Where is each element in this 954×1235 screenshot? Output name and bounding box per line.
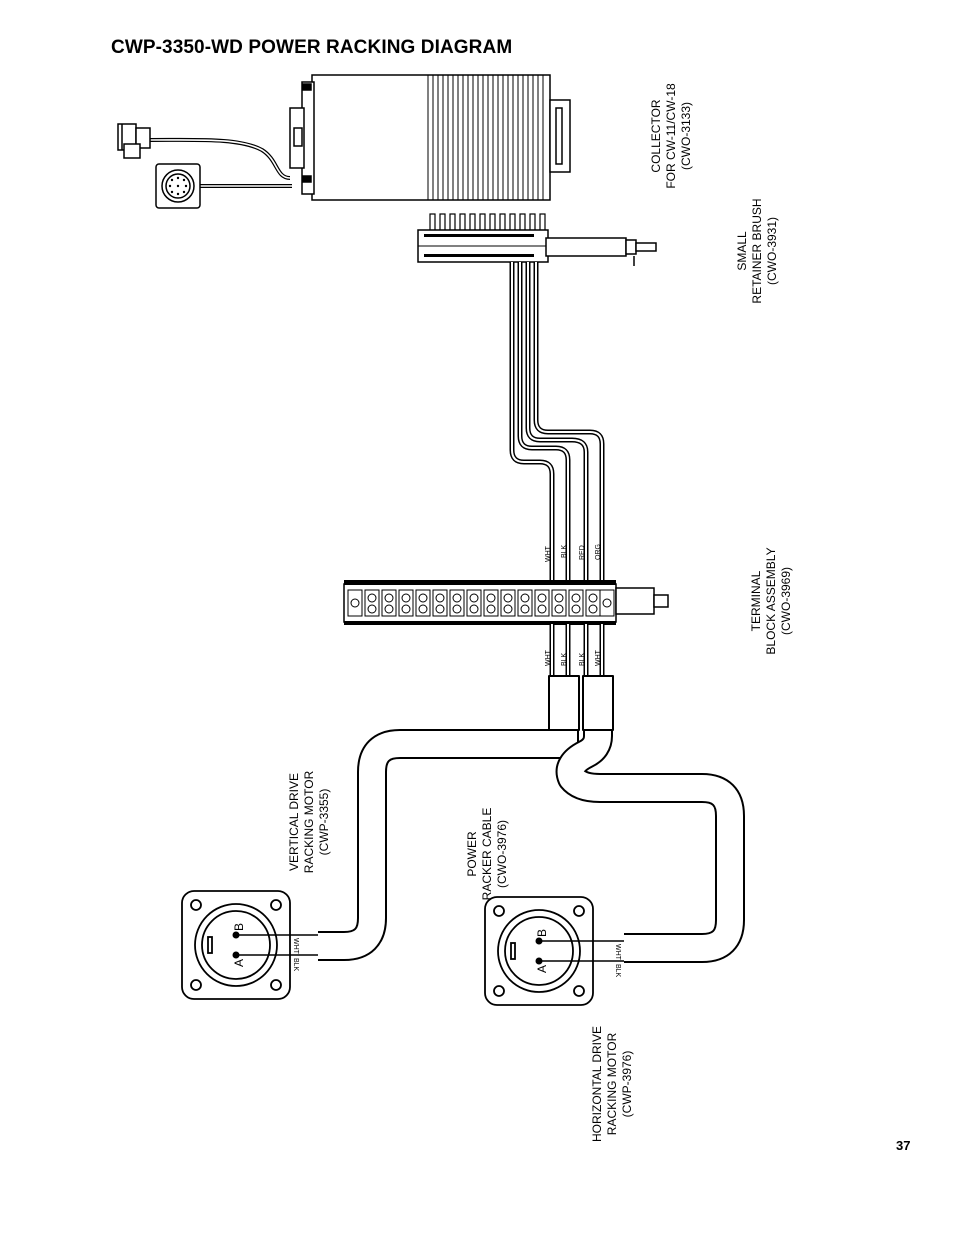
wire-label-lower-1: WHT <box>545 649 552 666</box>
horizontal-motor-wire-blk: BLK <box>614 964 621 978</box>
wire-label-upper-3: RED <box>579 545 586 560</box>
horizontal-motor-pins <box>535 937 624 965</box>
horizontal-motor-label-line2: RACKING MOTOR <box>605 1032 619 1135</box>
lower-wire-leads <box>549 624 605 676</box>
vertical-motor-pin-b: B <box>232 923 246 931</box>
wire-label-lower-3: BLK <box>579 652 586 666</box>
horizontal-motor-connector <box>484 896 594 1006</box>
collector-label: COLLECTOR FOR CW-11/CW-18 (CWO-3133) <box>649 83 693 189</box>
vertical-motor-label-line1: VERTICAL DRIVE <box>287 773 301 871</box>
brush-label-line1: SMALL <box>735 231 749 271</box>
power-cable-label-line2: RACKER CABLE <box>480 808 494 901</box>
wire-label-upper-4: ORG <box>595 544 602 560</box>
collector-cable <box>149 137 292 188</box>
collector-label-line1: COLLECTOR <box>649 99 663 172</box>
wire-label-lower-4: WHT <box>595 649 602 666</box>
upper-wire-harness <box>509 262 605 585</box>
vertical-motor-label-line3: (CWP-3355) <box>317 789 331 856</box>
terminal-label-line3: (CWO-3969) <box>779 567 793 635</box>
terminal-label-line2: BLOCK ASSEMBLY <box>764 547 778 654</box>
wire-label-upper-2: BLK <box>561 544 568 558</box>
vertical-motor-connector <box>181 890 291 1000</box>
vertical-motor-label-line2: RACKING MOTOR <box>302 770 316 873</box>
horizontal-motor-pin-b: B <box>535 929 549 937</box>
page-title: CWP-3350-WD POWER RACKING DIAGRAM <box>111 37 513 58</box>
collector-assembly <box>289 74 571 201</box>
page-number: 37 <box>896 1138 911 1153</box>
retainer-brush-assembly <box>417 213 657 266</box>
wire-label-upper-1: WHT <box>545 545 552 562</box>
wire-label-lower-2: BLK <box>561 652 568 666</box>
vertical-motor-wire-wht: WHT <box>292 938 299 955</box>
horizontal-motor-wire-wht: WHT <box>614 944 621 961</box>
horizontal-motor-label: HORIZONTAL DRIVE RACKING MOTOR (CWP-3976… <box>590 1026 634 1142</box>
brush-label-line2: RETAINER BRUSH <box>750 198 764 303</box>
collector-round-connector <box>155 163 201 209</box>
horizontal-motor-label-line1: HORIZONTAL DRIVE <box>590 1026 604 1142</box>
horizontal-motor-pin-a: A <box>535 965 549 973</box>
power-cable-label-line3: (CWO-3976) <box>495 820 509 888</box>
collector-plug <box>117 123 151 159</box>
power-cable-label: POWER RACKER CABLE (CWO-3976) <box>465 808 509 901</box>
collector-label-line2: FOR CW-11/CW-18 <box>664 83 678 189</box>
power-racker-cable <box>318 675 745 963</box>
vertical-motor-pins <box>232 931 318 959</box>
vertical-motor-pin-a: A <box>232 959 246 967</box>
terminal-label-line1: TERMINAL <box>749 570 763 631</box>
collector-label-line3: (CWO-3133) <box>679 102 693 170</box>
power-cable-label-line1: POWER <box>465 831 479 877</box>
brush-label: SMALL RETAINER BRUSH (CWO-3931) <box>735 198 779 303</box>
terminal-block <box>343 580 669 625</box>
terminal-block-label: TERMINAL BLOCK ASSEMBLY (CWO-3969) <box>749 547 793 654</box>
brush-label-line3: (CWO-3931) <box>765 217 779 285</box>
horizontal-motor-label-line3: (CWP-3976) <box>620 1051 634 1118</box>
vertical-motor-label: VERTICAL DRIVE RACKING MOTOR (CWP-3355) <box>287 770 331 873</box>
vertical-motor-wire-blk: BLK <box>292 958 299 972</box>
